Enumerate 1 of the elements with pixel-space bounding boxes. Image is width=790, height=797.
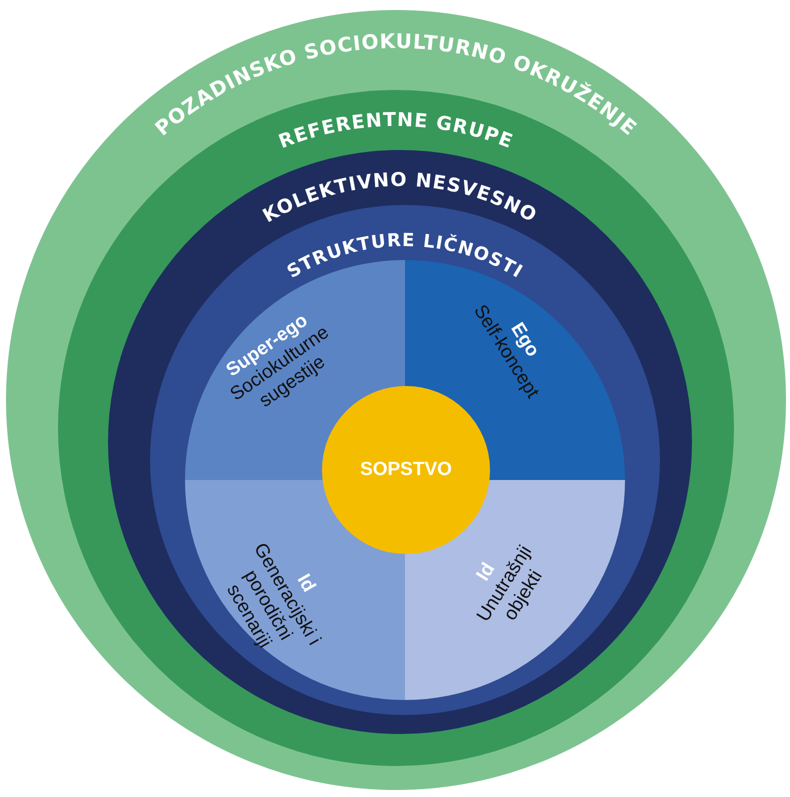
center-label: SOPSTVO xyxy=(360,459,452,481)
